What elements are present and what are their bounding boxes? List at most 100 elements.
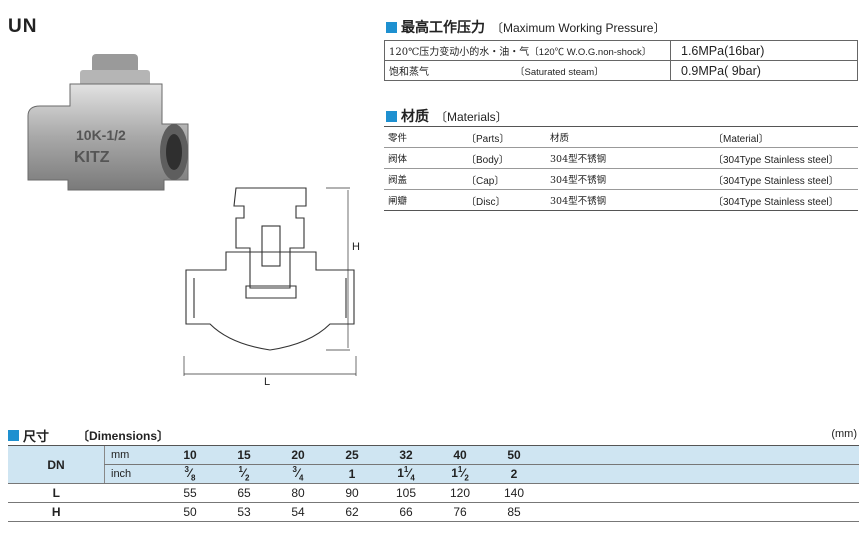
drawing-label-l: L: [264, 376, 270, 388]
inch-num: 1: [403, 465, 409, 475]
material-en: 〔304Type Stainless steel〕: [709, 147, 858, 169]
inch-num: 1: [238, 465, 243, 475]
inch-whole: 1: [451, 466, 458, 481]
inch-den: 2: [464, 473, 469, 483]
h-row: H 50 53 54 62 66 76 85: [8, 502, 859, 522]
pressure-condition: 120℃压力变动小的水・油・气〔120℃ W.O.G.non-shock〕: [384, 40, 671, 61]
photo-marking-1: 10K-1/2: [76, 127, 126, 143]
part-en: 〔Body〕: [462, 147, 546, 169]
mm-row: DN mm 10 15 20 25 32 40 50: [8, 445, 859, 484]
sectional-drawing: H L: [183, 187, 360, 388]
materials-table: 零件 〔Parts〕 材质 〔Material〕 阀体 〔Body〕 304型不…: [384, 126, 858, 211]
mm-value: 15: [217, 445, 271, 465]
material-cn: 304型不锈钢: [546, 189, 709, 211]
inch-den: 4: [410, 473, 415, 483]
dimensions-title-cn: 尺寸: [23, 429, 50, 444]
l-value: 120: [433, 483, 487, 503]
inch-den: 4: [299, 473, 304, 483]
dimensions-table: DN mm 10 15 20 25 32 40 50 inch 3⁄8 1⁄2 …: [8, 445, 859, 522]
material-en: 〔304Type Stainless steel〕: [709, 168, 858, 190]
dimensions-section-title: 尺寸 〔Dimensions〕: [8, 426, 169, 445]
inch-value: 1⁄2: [217, 464, 271, 484]
header-part-cn: 零件: [384, 126, 462, 148]
filler-cell: [104, 502, 163, 522]
h-value: 85: [487, 502, 541, 522]
material-cn: 304型不锈钢: [546, 147, 709, 169]
photo-marking-2: KITZ: [74, 149, 110, 166]
h-value: 53: [217, 502, 271, 522]
valve-photo: 10K-1/2 KITZ: [27, 54, 189, 191]
inch-den: 2: [245, 473, 250, 483]
pressure-condition-cn: 120℃压力变动小的水・油・气: [389, 47, 530, 58]
pressure-section-title: 最高工作压力 〔Maximum Working Pressure〕: [386, 17, 665, 37]
pressure-condition: 饱和蒸气〔Saturated steam〕: [384, 60, 671, 81]
mm-value: 25: [325, 445, 379, 465]
inch-den: 8: [191, 473, 196, 483]
section-marker-icon: [8, 430, 19, 441]
pressure-value: 1.6MPa(16bar): [670, 40, 858, 61]
h-value: 54: [271, 502, 325, 522]
pressure-condition-note: 〔120℃ W.O.G.non-shock〕: [529, 47, 652, 58]
h-value: 50: [163, 502, 217, 522]
filler-cell: [541, 483, 859, 503]
table-row: 120℃压力变动小的水・油・气〔120℃ W.O.G.non-shock〕 1.…: [384, 40, 858, 61]
part-cn: 阀体: [384, 147, 462, 169]
materials-title-cn: 材质: [401, 108, 429, 124]
inch-value: 2: [487, 464, 541, 484]
inch-value: 1: [325, 464, 379, 484]
inch-value: 3⁄8: [163, 464, 217, 484]
inch-num: 3: [184, 465, 189, 475]
h-value: 66: [379, 502, 433, 522]
filler-cell: [541, 445, 859, 465]
table-row: 阀体 〔Body〕 304型不锈钢 〔304Type Stainless ste…: [384, 147, 858, 169]
section-marker-icon: [386, 110, 397, 122]
inch-row: inch 3⁄8 1⁄2 3⁄4 1 11⁄4 11⁄2 2: [8, 464, 859, 484]
l-value: 65: [217, 483, 271, 503]
l-label: L: [8, 483, 105, 503]
h-value: 76: [433, 502, 487, 522]
header-part-en: 〔Parts〕: [462, 126, 546, 148]
material-cn: 304型不锈钢: [546, 168, 709, 190]
mm-value: 50: [487, 445, 541, 465]
inch-whole: 2: [510, 467, 518, 481]
mm-value: 20: [271, 445, 325, 465]
filler-cell: [541, 464, 859, 484]
pressure-title-en: 〔Maximum Working Pressure〕: [491, 20, 666, 35]
h-label: H: [8, 502, 105, 522]
l-row: L 55 65 80 90 105 120 140: [8, 483, 859, 503]
h-value: 62: [325, 502, 379, 522]
mm-label: mm: [104, 445, 163, 465]
mm-value: 32: [379, 445, 433, 465]
part-en: 〔Cap〕: [462, 168, 546, 190]
pressure-value: 0.9MPa( 9bar): [670, 60, 858, 81]
header-material-cn: 材质: [546, 126, 709, 148]
inch-num: 1: [457, 465, 463, 475]
table-header-row: 零件 〔Parts〕 材质 〔Material〕: [384, 126, 858, 148]
dimensions-title-en: 〔Dimensions〕: [77, 429, 170, 443]
filler-cell: [104, 483, 163, 503]
materials-title-en: 〔Materials〕: [435, 109, 508, 124]
dimensions-unit: (mm): [831, 428, 857, 440]
inch-label: inch: [104, 464, 163, 484]
pressure-table: 120℃压力变动小的水・油・气〔120℃ W.O.G.non-shock〕 1.…: [384, 40, 858, 81]
inch-whole: 1: [348, 467, 356, 481]
l-value: 80: [271, 483, 325, 503]
mm-value: 10: [163, 445, 217, 465]
l-value: 90: [325, 483, 379, 503]
part-cn: 阀盖: [384, 168, 462, 190]
filler-cell: [541, 502, 859, 522]
mm-value: 40: [433, 445, 487, 465]
drawing-label-h: H: [352, 241, 360, 253]
materials-section-title: 材质 〔Materials〕: [386, 106, 508, 126]
l-value: 55: [163, 483, 217, 503]
table-row: 阀盖 〔Cap〕 304型不锈钢 〔304Type Stainless stee…: [384, 168, 858, 190]
table-row: 闸瓣 〔Disc〕 304型不锈钢 〔304Type Stainless ste…: [384, 189, 858, 211]
part-cn: 闸瓣: [384, 189, 462, 211]
pressure-condition-cn: 饱和蒸气: [389, 67, 429, 78]
l-value: 105: [379, 483, 433, 503]
l-value: 140: [487, 483, 541, 503]
dn-label: DN: [8, 445, 105, 484]
inch-value: 3⁄4: [271, 464, 325, 484]
part-en: 〔Disc〕: [462, 189, 546, 211]
table-row: 饱和蒸气〔Saturated steam〕 0.9MPa( 9bar): [384, 60, 858, 81]
